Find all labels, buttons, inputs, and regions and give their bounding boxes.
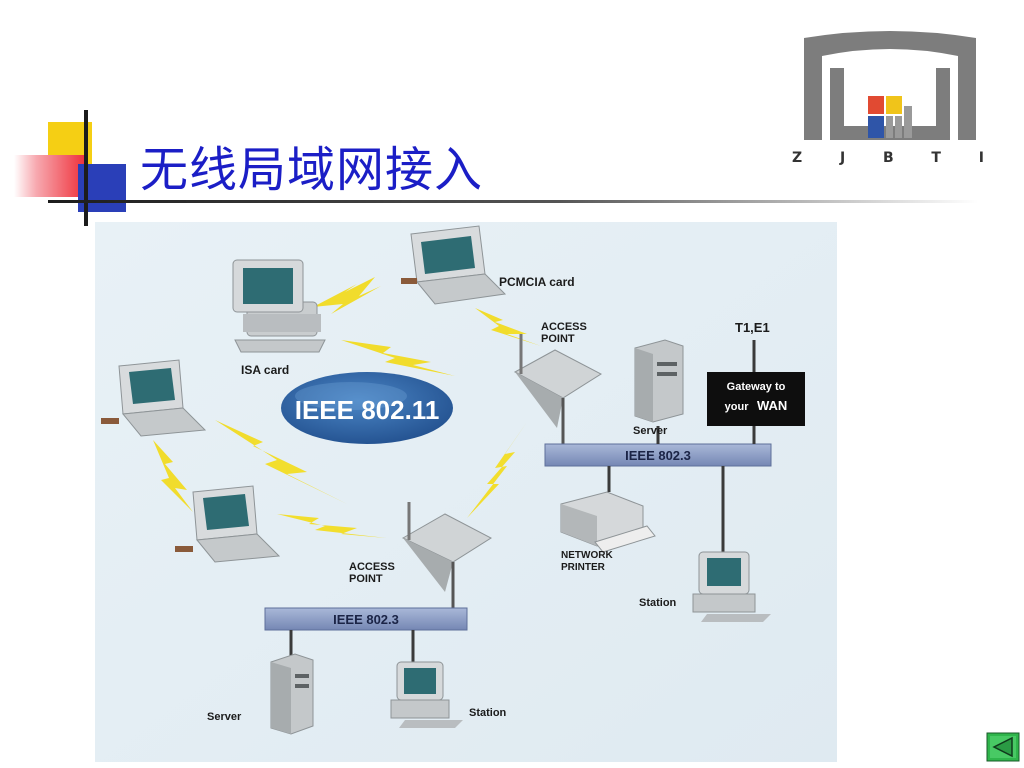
logo-letter: T (931, 150, 941, 166)
gateway-label-wan: WAN (757, 398, 787, 413)
isa-label: ISA card (241, 363, 289, 377)
network-printer-icon (560, 491, 656, 553)
ieee80211-label: IEEE 802.11 (295, 395, 440, 425)
access-point-upper-label-2: POINT (541, 333, 575, 345)
t1e1-label: T1,E1 (735, 320, 770, 335)
printer-label-1: NETWORK (561, 550, 613, 561)
ieee80211-ellipse (281, 372, 453, 444)
laptop-left-icon (101, 359, 207, 437)
network-diagram: IEEE 802.11 IEEE 802.3 IEEE 802.3 Gatewa… (95, 222, 837, 762)
station-right-label: Station (639, 597, 677, 609)
desktop-isa-icon (232, 259, 326, 353)
pcmcia-label: PCMCIA card (499, 275, 575, 289)
station-bottom-label: Station (469, 707, 507, 719)
logo-letter: I (978, 150, 984, 166)
access-point-upper-icon (513, 334, 603, 448)
station-bottom-icon (390, 661, 463, 728)
access-point-upper-label-1: ACCESS (541, 321, 587, 333)
title-underline (48, 200, 978, 203)
slide-title: 无线局域网接入 (140, 142, 484, 198)
station-right-icon (692, 551, 771, 622)
play-back-icon[interactable] (986, 732, 1020, 762)
server-top-label: Server (633, 425, 668, 437)
access-point-lower-label-1: ACCESS (349, 561, 395, 573)
gateway-label-line1: Gateway to (727, 381, 786, 393)
svg-text:your WAN: your WAN (725, 397, 788, 414)
logo-letter: B (882, 150, 894, 166)
access-point-lower-label-2: POINT (349, 573, 383, 585)
decoration-vertical-line (84, 110, 88, 226)
school-logo-letters: Z J B T I (790, 150, 990, 166)
ieee8023-label-top: IEEE 802.3 (625, 448, 691, 463)
access-point-lower-icon (401, 502, 493, 608)
laptop-pcmcia-icon (401, 225, 507, 305)
ieee8023-label-bottom: IEEE 802.3 (333, 612, 399, 627)
gateway-label-your: your (725, 401, 750, 413)
logo-letter: Z (792, 150, 803, 166)
server-bottom-icon (270, 653, 314, 735)
printer-label-2: PRINTER (561, 562, 606, 573)
decoration-bar-red (14, 155, 88, 197)
school-logo (804, 31, 976, 140)
logo-letter: J (839, 150, 846, 166)
gateway-box (707, 372, 805, 426)
wireless-links (153, 277, 541, 538)
server-bottom-label: Server (207, 711, 242, 723)
ieee8023-bus-bottom (264, 607, 468, 631)
server-top-icon (634, 339, 684, 423)
laptop-lower-icon (175, 485, 281, 563)
